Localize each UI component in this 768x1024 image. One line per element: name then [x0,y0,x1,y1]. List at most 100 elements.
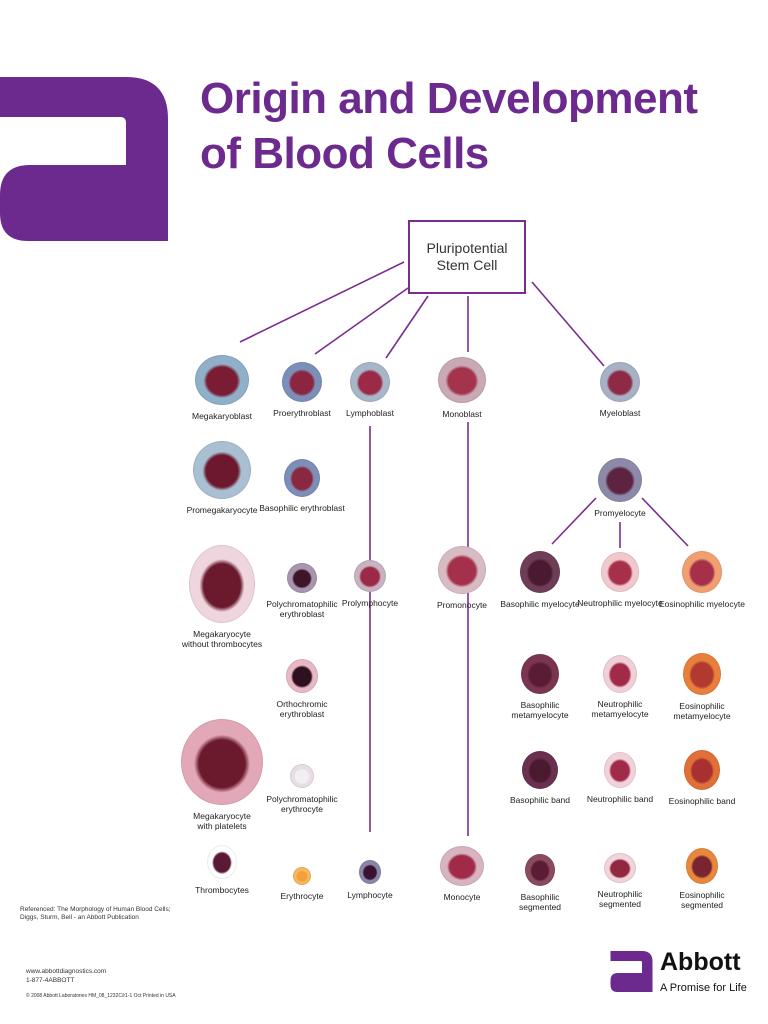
megakaryocyte-without-thrombocytes-cell-image [189,545,255,623]
eosinophilic-metamyelocyte-label-line: Eosinophilic [679,701,725,711]
megakaryoblast-label: Megakaryoblast [192,411,252,421]
megakaryocyte-with-platelets-cell-image [181,719,263,805]
promyelocyte-cell-image [598,458,642,502]
lymphoblast-cell-image [350,362,390,402]
prolymphocyte-label-line: Prolymphocyte [341,598,399,608]
megakaryocyte-with-platelets-label-line: with platelets [197,821,247,831]
polychromatophilic-erythroblast-label-line: erythroblast [279,609,325,619]
line-stem-proerythroblast [314,287,409,355]
promegakaryocyte-label-line: Promegakaryocyte [186,505,258,515]
reference-note: Referenced: The Morphology of Human Bloo… [20,906,171,922]
neutrophilic-segmented-label-line: Neutrophilic [597,889,643,899]
promyelocyte-label-line: Promyelocyte [594,508,646,518]
basophilic-segmented-cell-image [525,854,555,886]
monoblast-label: Monoblast [442,409,481,419]
proerythroblast-label-line: Proerythroblast [273,408,331,418]
basophilic-erythroblast-label: Basophilic erythroblast [259,503,345,513]
basophilic-metamyelocyte-cell-image [521,654,559,694]
erythrocyte-label-line: Erythrocyte [280,891,324,901]
neutrophilic-myelocyte-label: Neutrophilic myelocyte [577,598,663,608]
eosinophilic-band-cell-image [684,750,720,790]
neutrophilic-band-label-line: Neutrophilic band [586,794,654,804]
monoblast-cell-image [438,357,486,403]
brand-tagline: A Promise for Life [660,982,747,994]
basophilic-metamyelocyte-label-line: metamyelocyte [511,710,569,720]
basophilic-myelocyte-label: Basophilic myelocyte [500,599,579,609]
erythrocyte-label: Erythrocyte [281,891,324,901]
orthochromic-erythroblast-cell-image [286,659,318,693]
polychromatophilic-erythroblast-cell-image [287,563,317,593]
megakaryocyte-without-thrombocytes-label-line: Megakaryocyte [193,629,251,639]
proerythroblast-cell-image [282,362,322,402]
megakaryoblast-cell-image [195,355,249,405]
stem-cell-label-line2: Stem Cell [436,257,498,273]
monoblast-label-line: Monoblast [442,409,482,419]
reference-line2: Diggs, Sturm, Bell - an Abbott Publicati… [20,914,139,921]
thrombocytes-label-line: Thrombocytes [195,885,249,895]
abbott-logo-large [0,77,168,241]
megakaryocyte-with-platelets-label-line: Megakaryocyte [193,811,251,821]
polychromatophilic-erythrocyte-cell-image [290,764,314,788]
website-link[interactable]: www.abbottdiagnostics.com [26,968,107,975]
lymphocyte-label: Lymphocyte [347,890,393,900]
basophilic-myelocyte-label-line: Basophilic myelocyte [500,599,580,609]
prolymphocyte-cell-image [354,560,386,592]
line-stem-lymphoblast [385,295,429,359]
basophilic-band-cell-image [522,751,558,789]
lymphoblast-label-line: Lymphoblast [346,408,394,418]
brand-name: Abbott [660,948,741,976]
page-title-line2: of Blood Cells [200,129,489,178]
lymphoblast-label: Lymphoblast [346,408,394,418]
stem-cell-label-line1: Pluripotential [426,240,508,256]
eosinophilic-segmented-label-line: segmented [680,900,724,910]
polychromatophilic-erythrocyte-label-line: erythrocyte [280,804,324,814]
promonocyte-label: Promonocyte [437,600,487,610]
copyright-text: © 2008 Abbott Laboratories HM_08_1232C/r… [26,993,176,999]
polychromatophilic-erythrocyte-label-line: Polychromatophilic [266,794,338,804]
pluripotential-stem-cell-box: Pluripotential Stem Cell [408,220,526,294]
thrombocytes-label: Thrombocytes [195,885,249,895]
thrombocytes-cell-image [207,845,237,879]
basophilic-myelocyte-cell-image [520,551,560,593]
neutrophilic-myelocyte-label-line: Neutrophilic myelocyte [577,598,663,608]
basophilic-segmented-label-line: segmented [518,902,562,912]
neutrophilic-segmented-cell-image [604,853,636,883]
basophilic-erythroblast-label-line: Basophilic erythroblast [259,503,345,513]
promonocyte-cell-image [438,546,486,594]
eosinophilic-metamyelocyte-label-line: metamyelocyte [673,711,731,721]
eosinophilic-myelocyte-cell-image [682,551,722,593]
erythrocyte-cell-image [293,867,311,885]
line-promyelocyte-basophilic [551,497,597,545]
neutrophilic-band-cell-image [604,752,636,788]
promonocyte-label-line: Promonocyte [436,600,488,610]
contact-info: www.abbottdiagnostics.com 1-877-4ABBOTT [26,967,106,985]
monocyte-label-line: Monocyte [443,892,481,902]
neutrophilic-band-label: Neutrophilic band [587,794,653,804]
neutrophilic-metamyelocyte-label-line: Neutrophilic [597,699,643,709]
neutrophilic-segmented-label-line: segmented [598,899,642,909]
reference-line1: Referenced: The Morphology of Human Bloo… [20,906,171,913]
lymphocyte-cell-image [359,860,381,884]
monocyte-cell-image [440,846,484,886]
myeloblast-cell-image [600,362,640,402]
megakaryoblast-label-line: Megakaryoblast [191,411,253,421]
neutrophilic-metamyelocyte-cell-image [603,655,637,693]
polychromatophilic-erythroblast-label-line: Polychromatophilic [266,599,338,609]
basophilic-segmented-label-line: Basophilic [520,892,560,902]
promegakaryocyte-cell-image [193,441,251,499]
neutrophilic-myelocyte-cell-image [601,552,639,592]
proerythroblast-label: Proerythroblast [273,408,331,418]
eosinophilic-segmented-cell-image [686,848,718,884]
orthochromic-erythroblast-label-line: Orthochromic [276,699,328,709]
basophilic-band-label: Basophilic band [510,795,570,805]
promegakaryocyte-label: Promegakaryocyte [187,505,258,515]
